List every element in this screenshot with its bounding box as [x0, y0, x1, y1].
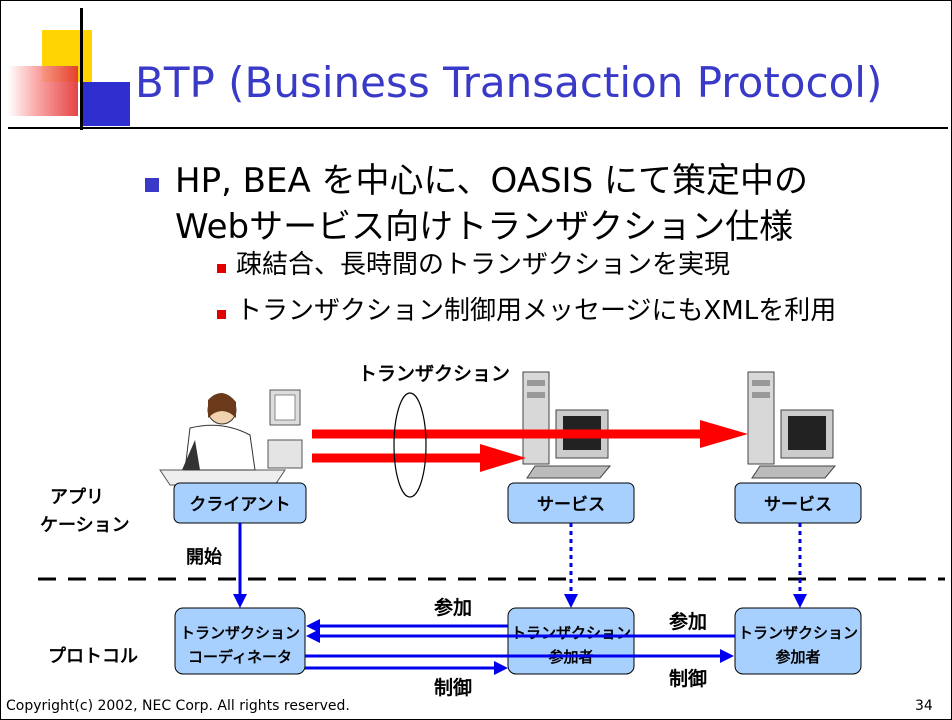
participant-label-line2: 参加者: [775, 648, 820, 666]
service-label: サービス: [764, 495, 832, 515]
participant-box: [734, 607, 862, 675]
main-bullet-text: HP, BEA を中心に、OASIS にて策定中の Webサービス向けトランザク…: [175, 158, 808, 250]
control-label: 制御: [669, 667, 707, 690]
arrow-head-icon: [564, 594, 578, 608]
main-bullet-line1: HP, BEA を中心に、OASIS にて策定中の: [175, 161, 808, 201]
participant-label-line1: トランザクション: [511, 624, 631, 642]
coordinator-box: [174, 607, 306, 675]
arrow-head-icon: [233, 594, 247, 608]
page-number: 34: [915, 698, 933, 714]
coordinator-label-line1: トランザクション: [180, 624, 300, 642]
sub-bullet-text: 疎結合、長時間のトランザクションを実現: [236, 250, 731, 280]
layer-application-label-line2: ケーション: [40, 515, 130, 536]
service-label: サービス: [537, 495, 605, 515]
server-computer-icon: [747, 371, 837, 479]
main-bullet-line2: Webサービス向けトランザクション仕様: [175, 207, 794, 247]
sub-bullet-marker: [217, 264, 226, 273]
arrow-head-icon: [793, 594, 807, 608]
join-label: 参加: [434, 596, 472, 619]
main-bullet-marker: [145, 178, 159, 192]
decoration-vertical-line: [80, 8, 83, 130]
join-label: 参加: [669, 610, 707, 633]
person-at-computer-icon: [159, 389, 303, 486]
decoration-blue-square: [82, 82, 130, 126]
layer-application-label-line1: アプリ: [50, 486, 104, 508]
transaction-scope-ellipse: [393, 392, 427, 498]
service-box: [734, 482, 862, 524]
coordinator-label-line2: コーディネータ: [188, 648, 292, 666]
arrow-head-icon: [720, 649, 734, 663]
arrow-head-icon: [306, 619, 320, 633]
copyright-text: Copyright(c) 2002, NEC Corp. All rights …: [6, 698, 350, 714]
layer-protocol-label: プロトコル: [48, 645, 138, 667]
decoration-red-gradient: [8, 66, 78, 116]
arrow-head-icon: [494, 661, 508, 675]
sub-bullet-text: トランザクション制御用メッセージにもXMLを利用: [236, 296, 837, 326]
slide-title: BTP (Business Transaction Protocol): [135, 58, 883, 107]
start-label: 開始: [186, 546, 222, 568]
title-underline: [8, 127, 948, 129]
arrow-head-icon: [700, 420, 748, 448]
sub-bullet-marker: [217, 310, 226, 319]
server-computer-icon: [522, 371, 612, 479]
transaction-label: トランザクション: [358, 363, 510, 385]
arrow-head-icon: [306, 629, 320, 643]
participant-label-line1: トランザクション: [738, 624, 858, 642]
client-label: クライアント: [189, 495, 290, 515]
control-label: 制御: [434, 676, 472, 699]
arrow-head-icon: [480, 444, 526, 472]
